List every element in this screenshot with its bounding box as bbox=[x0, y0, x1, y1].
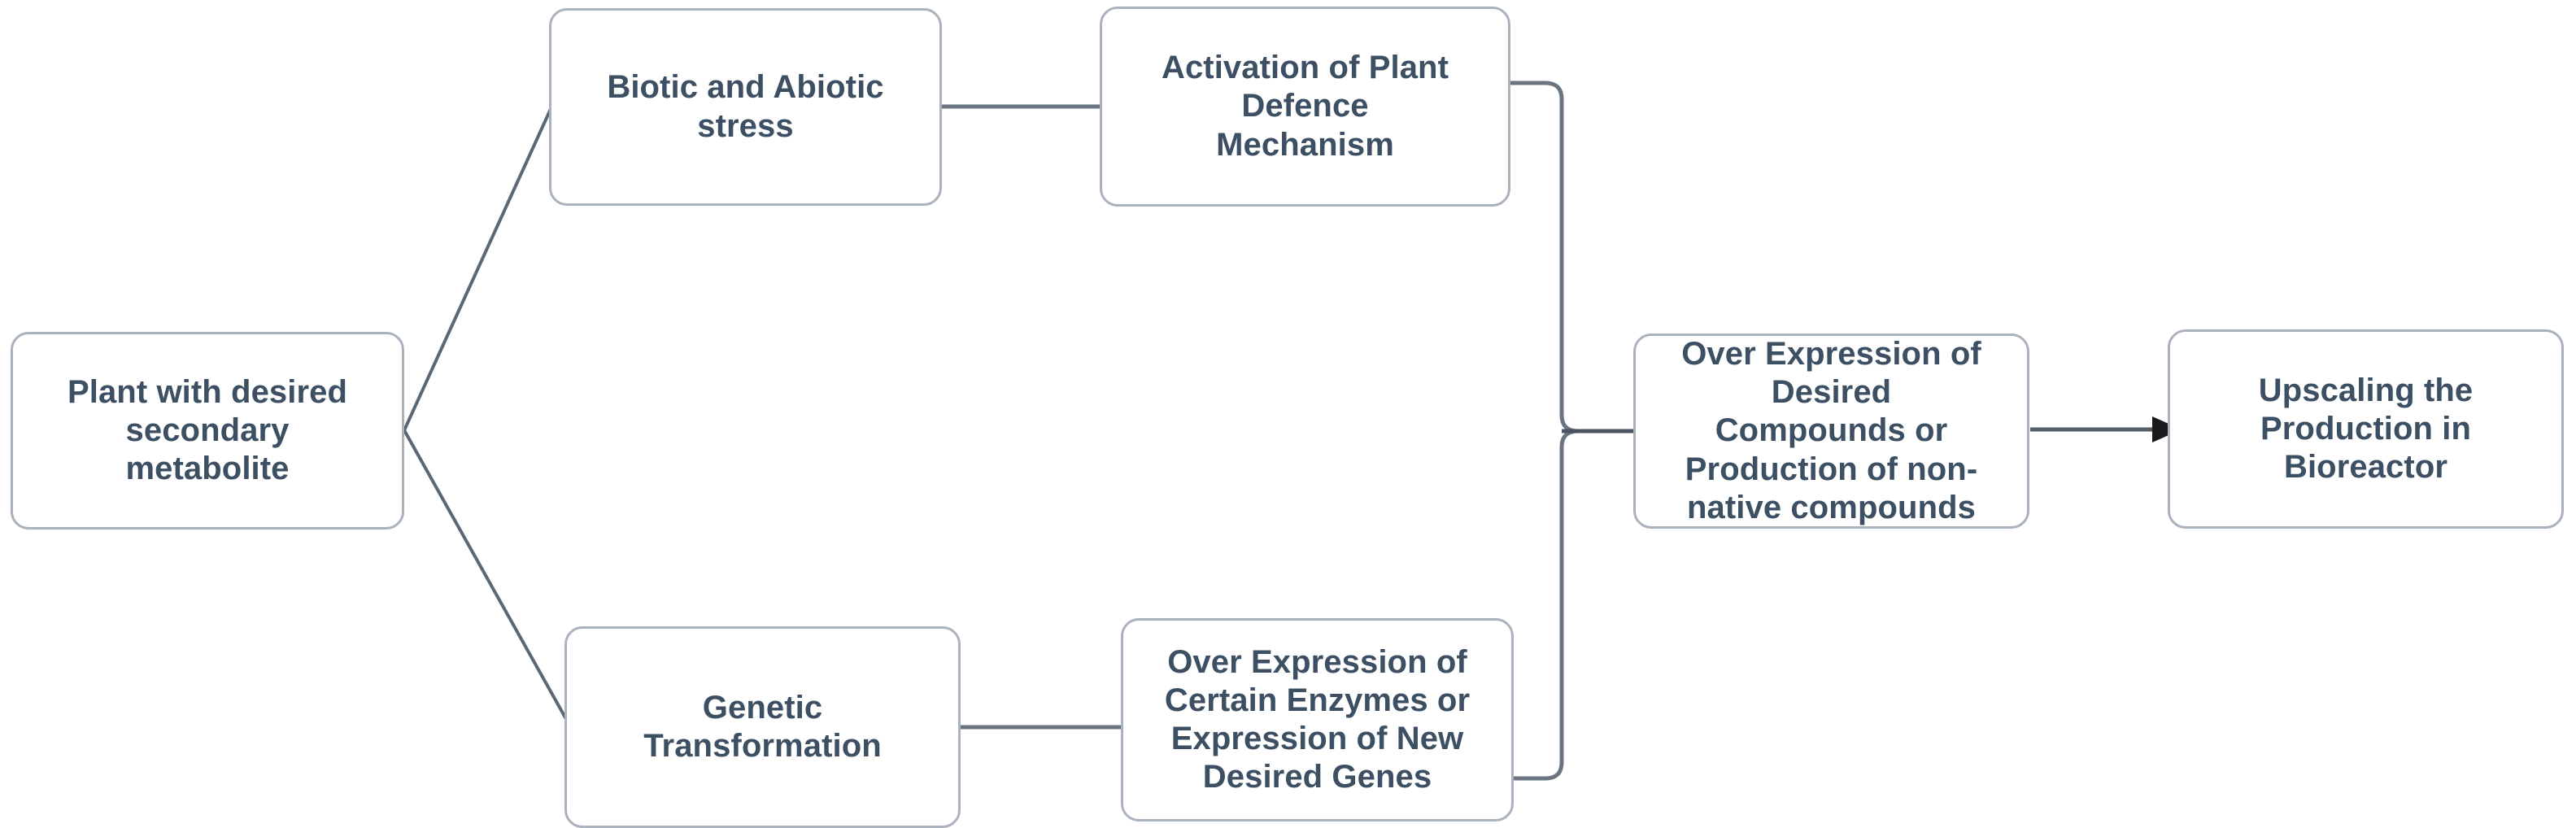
node-plant-with-desired-secondary-metabolite[interactable]: Plant with desired secondary metabolite bbox=[11, 332, 404, 529]
node-label: Over Expression of Desired Compounds or … bbox=[1681, 336, 1981, 525]
node-biotic-and-abiotic-stress[interactable]: Biotic and Abiotic stress bbox=[549, 8, 942, 206]
node-label: Activation of Plant Defence Mechanism bbox=[1161, 50, 1449, 163]
node-label: Over Expression of Certain Enzymes or Ex… bbox=[1164, 643, 1471, 795]
arrowhead-icon bbox=[2152, 416, 2182, 442]
node-label: Plant with desired secondary metabolite bbox=[67, 373, 348, 487]
node-label: Biotic and Abiotic stress bbox=[607, 69, 884, 144]
node-over-expression-of-desired-compounds[interactable]: Over Expression of Desired Compounds or … bbox=[1633, 333, 2029, 529]
node-over-expression-of-certain-enzymes[interactable]: Over Expression of Certain Enzymes or Ex… bbox=[1121, 618, 1514, 821]
node-label: Genetic Transformation bbox=[643, 689, 882, 764]
edge-plant-to-genetic-transformation bbox=[403, 429, 568, 720]
node-genetic-transformation[interactable]: Genetic Transformation bbox=[564, 626, 961, 828]
edge-plant-to-stress bbox=[403, 108, 552, 431]
edge-enzymes-to-merge bbox=[1512, 429, 1580, 781]
edge-defence-to-merge bbox=[1509, 81, 1580, 434]
node-activation-of-plant-defence-mechanism[interactable]: Activation of Plant Defence Mechanism bbox=[1100, 7, 1510, 207]
node-label: Upscaling the Production in Bioreactor bbox=[2258, 372, 2474, 486]
node-upscaling-the-production-in-bioreactor[interactable]: Upscaling the Production in Bioreactor bbox=[2168, 329, 2564, 529]
